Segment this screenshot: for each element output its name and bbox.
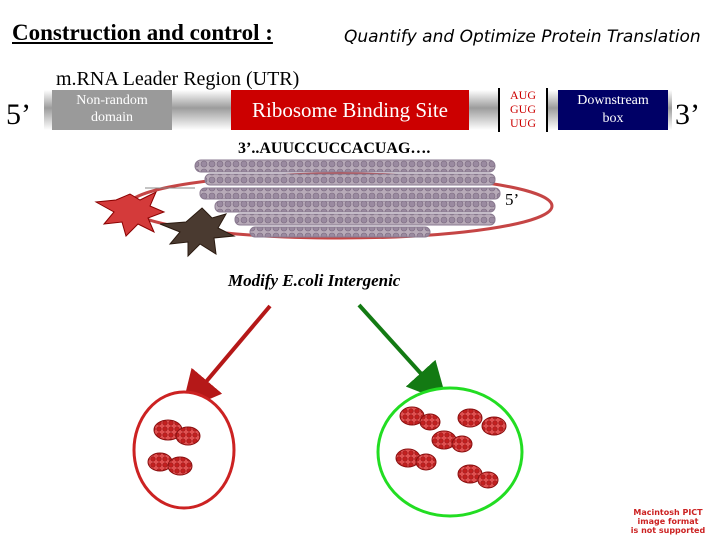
downstream-label-line1: Downstream (577, 93, 649, 108)
downstream-box: Downstream box (558, 90, 668, 130)
page-subtitle: Quantify and Optimize Protein Translatio… (344, 27, 701, 47)
start-codons-box: AUG GUG UUG (498, 88, 548, 132)
pict-not-supported-notice: Macintosh PICT image format is not suppo… (620, 508, 716, 538)
three-prime-label: 3’ (675, 98, 700, 131)
ribosome-binding-site-box: Ribosome Binding Site (231, 90, 469, 130)
modify-label: Modify E.coli Intergenic (228, 271, 401, 290)
ribosome-structure (126, 159, 554, 240)
nonrandom-domain-box: Non-random domain (52, 90, 172, 130)
nonrandom-label-line2: domain (91, 110, 133, 125)
left-cell (132, 390, 236, 510)
leader-region-label: m.RNA Leader Region (UTR) (56, 68, 300, 90)
pict-line2: image format (637, 517, 699, 526)
page-title: Construction and control : (12, 20, 273, 45)
rrna-sequence-label: 3’..AUUCCUCCACUAG…. (238, 140, 431, 157)
rrna-five-prime-label: 5’ (505, 190, 520, 209)
nonrandom-label-line1: Non-random (76, 93, 148, 108)
explosion-icon (94, 190, 236, 258)
pict-line3: is not supported (630, 526, 706, 535)
right-cell (376, 386, 524, 518)
pict-line1: Macintosh PICT (633, 508, 703, 517)
five-prime-label: 5’ (6, 98, 31, 131)
downstream-label-line2: box (602, 111, 624, 126)
codon-uug: UUG (510, 116, 536, 130)
codon-aug: AUG (510, 88, 536, 102)
right-arrow (357, 303, 448, 403)
left-arrow (181, 304, 272, 412)
codon-gug: GUG (510, 102, 536, 116)
